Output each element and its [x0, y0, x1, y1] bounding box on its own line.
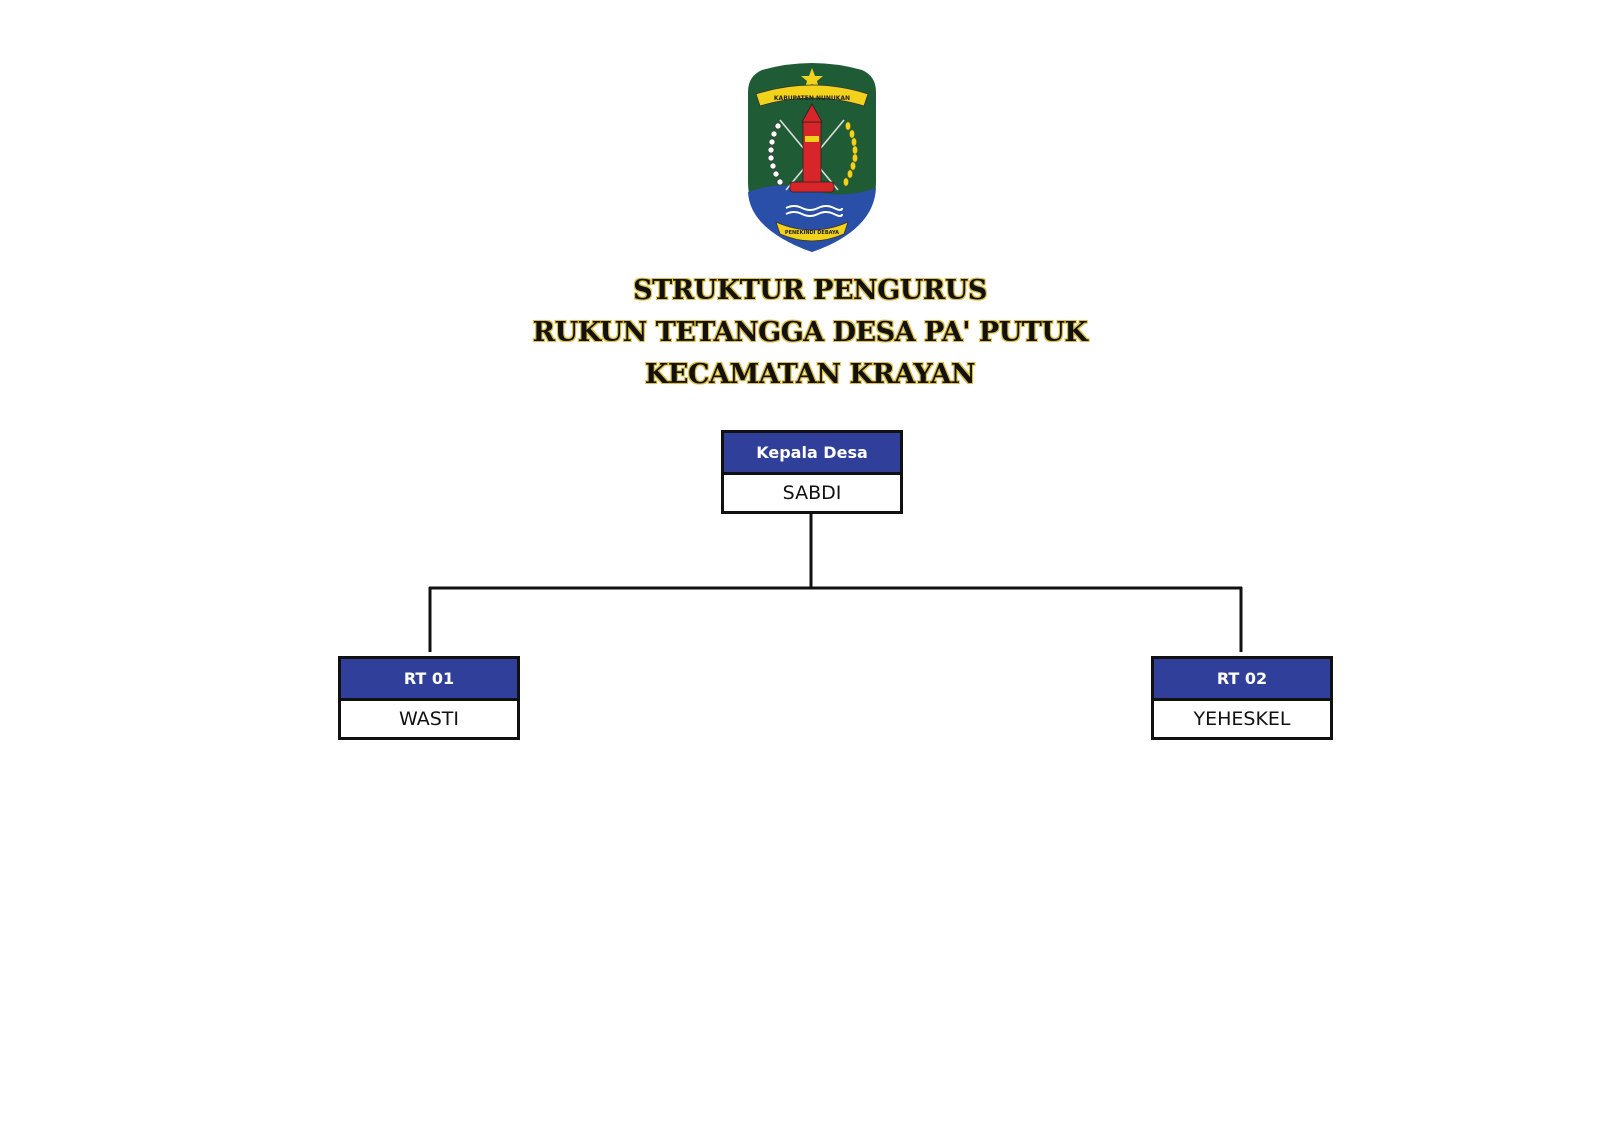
node-role: RT 02	[1154, 659, 1330, 701]
tower-band	[805, 136, 819, 142]
tower-top	[801, 103, 823, 123]
rice-branch-icon	[843, 121, 858, 187]
shield-blue-base	[748, 185, 876, 252]
page-title: STRUKTUR PENGURUS RUKUN TETANGGA DESA PA…	[400, 270, 1220, 396]
node-name: YEHESKEL	[1193, 708, 1291, 730]
tower-body	[802, 121, 822, 185]
node-role: Kepala Desa	[724, 433, 900, 475]
waves	[785, 205, 843, 211]
org-node-kepala-desa: Kepala Desa SABDI	[721, 430, 903, 514]
title-line-1: STRUKTUR PENGURUS	[633, 275, 987, 306]
cotton-branch-icon	[767, 122, 784, 186]
title-line-3: KECAMATAN KRAYAN	[644, 359, 976, 390]
bottom-banner-text: PENEKINDI DEBAYA	[785, 230, 839, 236]
org-node-rt-02: RT 02 YEHESKEL	[1151, 656, 1333, 740]
node-name: SABDI	[782, 482, 842, 504]
tower-base	[789, 181, 835, 193]
kabupaten-nunukan-logo: KABUPATEN NUNUKAN PENEKINDI DEBAYA	[748, 63, 876, 252]
node-role: RT 01	[341, 659, 517, 701]
top-banner	[755, 84, 869, 107]
org-node-rt-01: RT 01 WASTI	[338, 656, 520, 740]
top-banner-text: KABUPATEN NUNUKAN	[774, 95, 850, 102]
star-icon	[801, 68, 823, 89]
title-line-2: RUKUN TETANGGA DESA PA' PUTUK	[532, 317, 1088, 348]
bottom-banner	[775, 221, 849, 242]
node-name: WASTI	[398, 708, 459, 730]
